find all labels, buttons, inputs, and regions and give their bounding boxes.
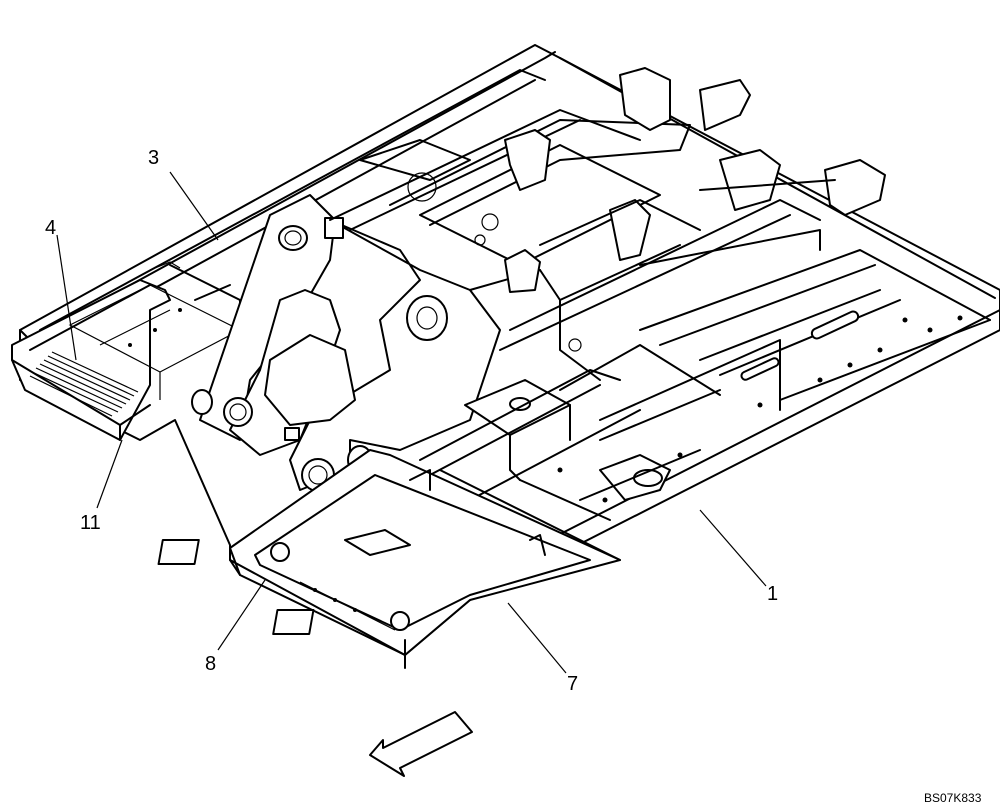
callout-11: 11 [80, 512, 101, 534]
front-tray [157, 449, 621, 669]
right-deck [559, 249, 991, 421]
step-grating [29, 351, 139, 417]
drawing-id: BS07K833 [924, 791, 982, 805]
callouts: 1 3 4 7 8 11 [45, 147, 778, 695]
callout-4: 4 [45, 217, 56, 239]
callout-3: 3 [148, 147, 159, 169]
leader-line-4 [56, 234, 77, 361]
step-box [11, 279, 242, 441]
front-direction-arrow-icon [369, 711, 473, 777]
leader-lines [56, 171, 767, 674]
leader-line-3 [169, 171, 219, 241]
center-cutout [264, 334, 356, 426]
callout-7: 7 [567, 673, 578, 695]
leader-line-7 [507, 602, 567, 674]
callout-8: 8 [205, 653, 216, 675]
rear-cross-members [359, 67, 886, 293]
leader-line-1 [699, 509, 767, 587]
center-beams [329, 109, 821, 381]
front-cross-members [419, 369, 721, 561]
leader-line-11 [96, 439, 123, 509]
callout-1: 1 [767, 583, 778, 605]
leader-line-8 [217, 579, 266, 651]
